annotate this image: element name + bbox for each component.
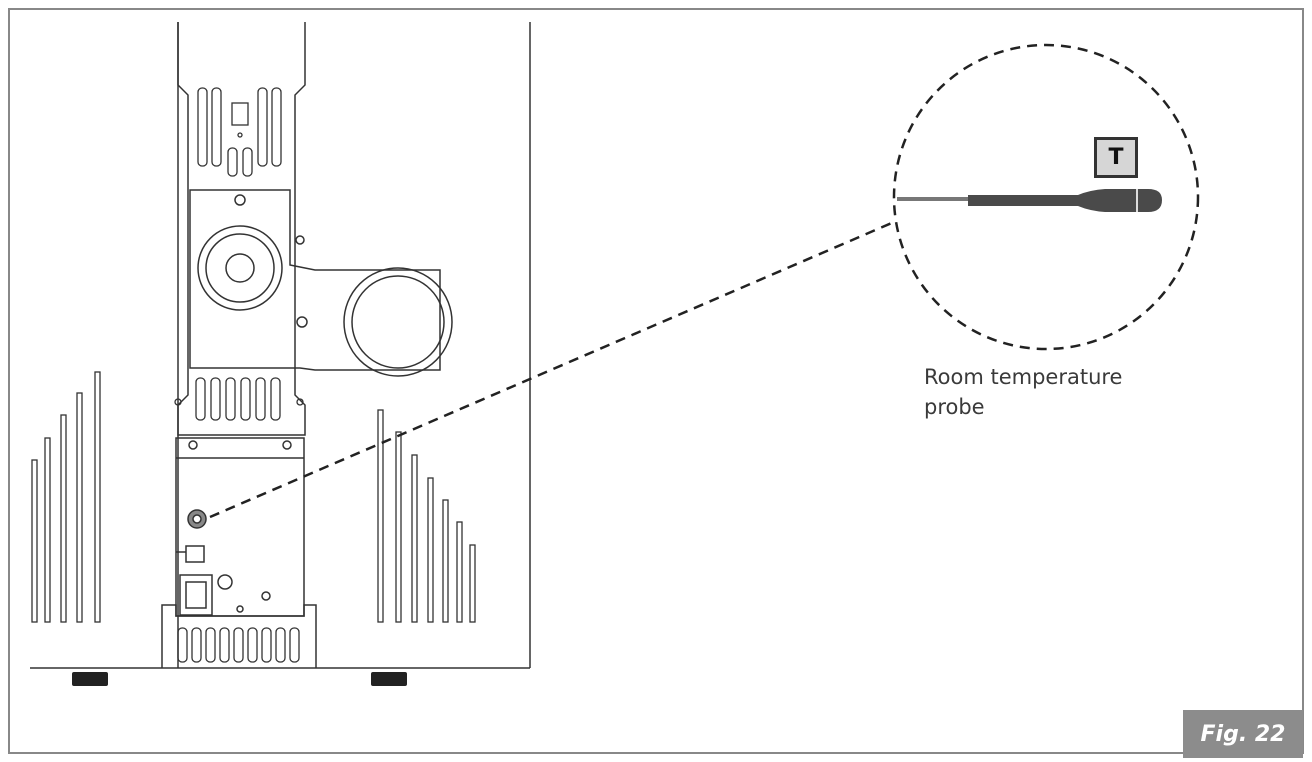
figure-number-badge: Fig. 22: [1183, 710, 1303, 758]
flue-plate: [189, 189, 453, 377]
outer-border: [8, 8, 1304, 754]
lower-vents: [177, 627, 300, 663]
callout-circle: [892, 43, 1200, 351]
left-fins: [31, 371, 101, 623]
control-panel: [175, 437, 305, 617]
callout-label: Room temperature probe: [924, 362, 1244, 422]
temperature-probe: [897, 189, 1162, 212]
stove-body: [30, 22, 531, 669]
callout-label-text: Room temperature probe: [924, 365, 1123, 419]
feet: [72, 672, 407, 686]
middle-vents: [174, 377, 304, 421]
probe-tag: T: [1094, 137, 1138, 178]
upper-vents: [197, 87, 282, 177]
right-fins: [377, 409, 476, 623]
leader-line: [209, 220, 895, 519]
base: [161, 604, 317, 668]
